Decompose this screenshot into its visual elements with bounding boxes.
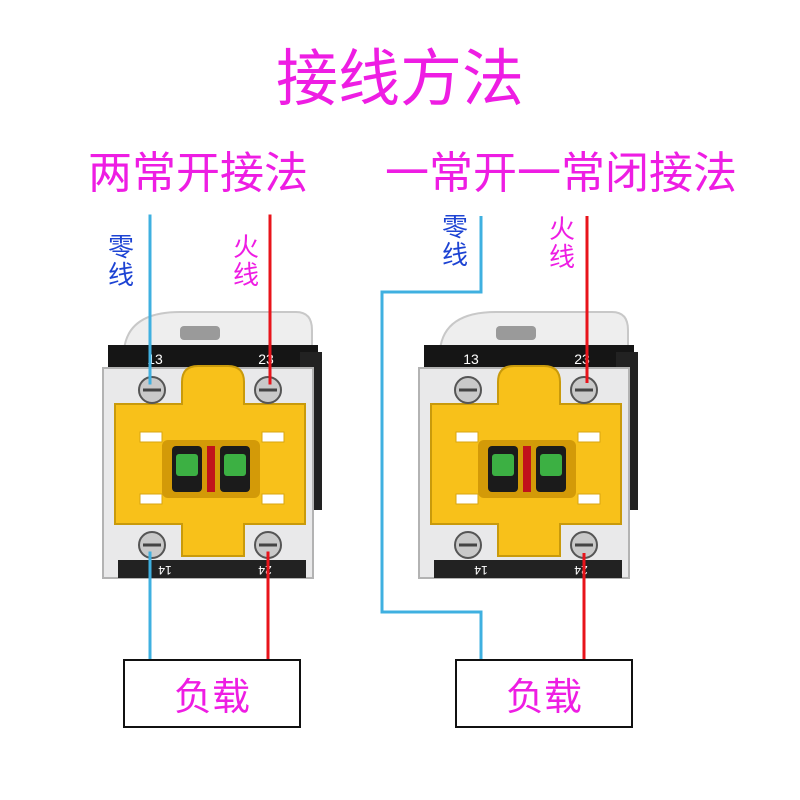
right-neutral-label: 零线 xyxy=(441,213,468,271)
diagram-title: 接线方法 xyxy=(275,42,524,115)
right-method-title: 一常开一常闭接法 xyxy=(385,148,737,199)
right-switch: 13 23 14 24 xyxy=(418,311,638,579)
right-load-label: 负载 xyxy=(505,675,582,719)
left-load-label: 负载 xyxy=(173,675,250,719)
left-live-label: 火线 xyxy=(232,233,259,291)
left-load-box: 负载 xyxy=(123,659,301,728)
right-live-label: 火线 xyxy=(548,215,575,273)
terminal-label-14: 14 xyxy=(158,563,172,577)
terminal-label-14: 14 xyxy=(474,563,488,577)
terminal-label-24: 24 xyxy=(574,563,588,577)
right-neutral-wire xyxy=(380,216,483,660)
left-neutral-label: 零线 xyxy=(107,233,134,291)
terminal-label-23: 23 xyxy=(258,351,274,367)
terminal-label-13: 13 xyxy=(463,351,479,367)
left-switch: 13 23 14 24 xyxy=(102,311,322,579)
right-load-box: 负载 xyxy=(455,659,633,728)
terminal-label-24: 24 xyxy=(258,563,272,577)
left-method-title: 两常开接法 xyxy=(88,148,308,199)
